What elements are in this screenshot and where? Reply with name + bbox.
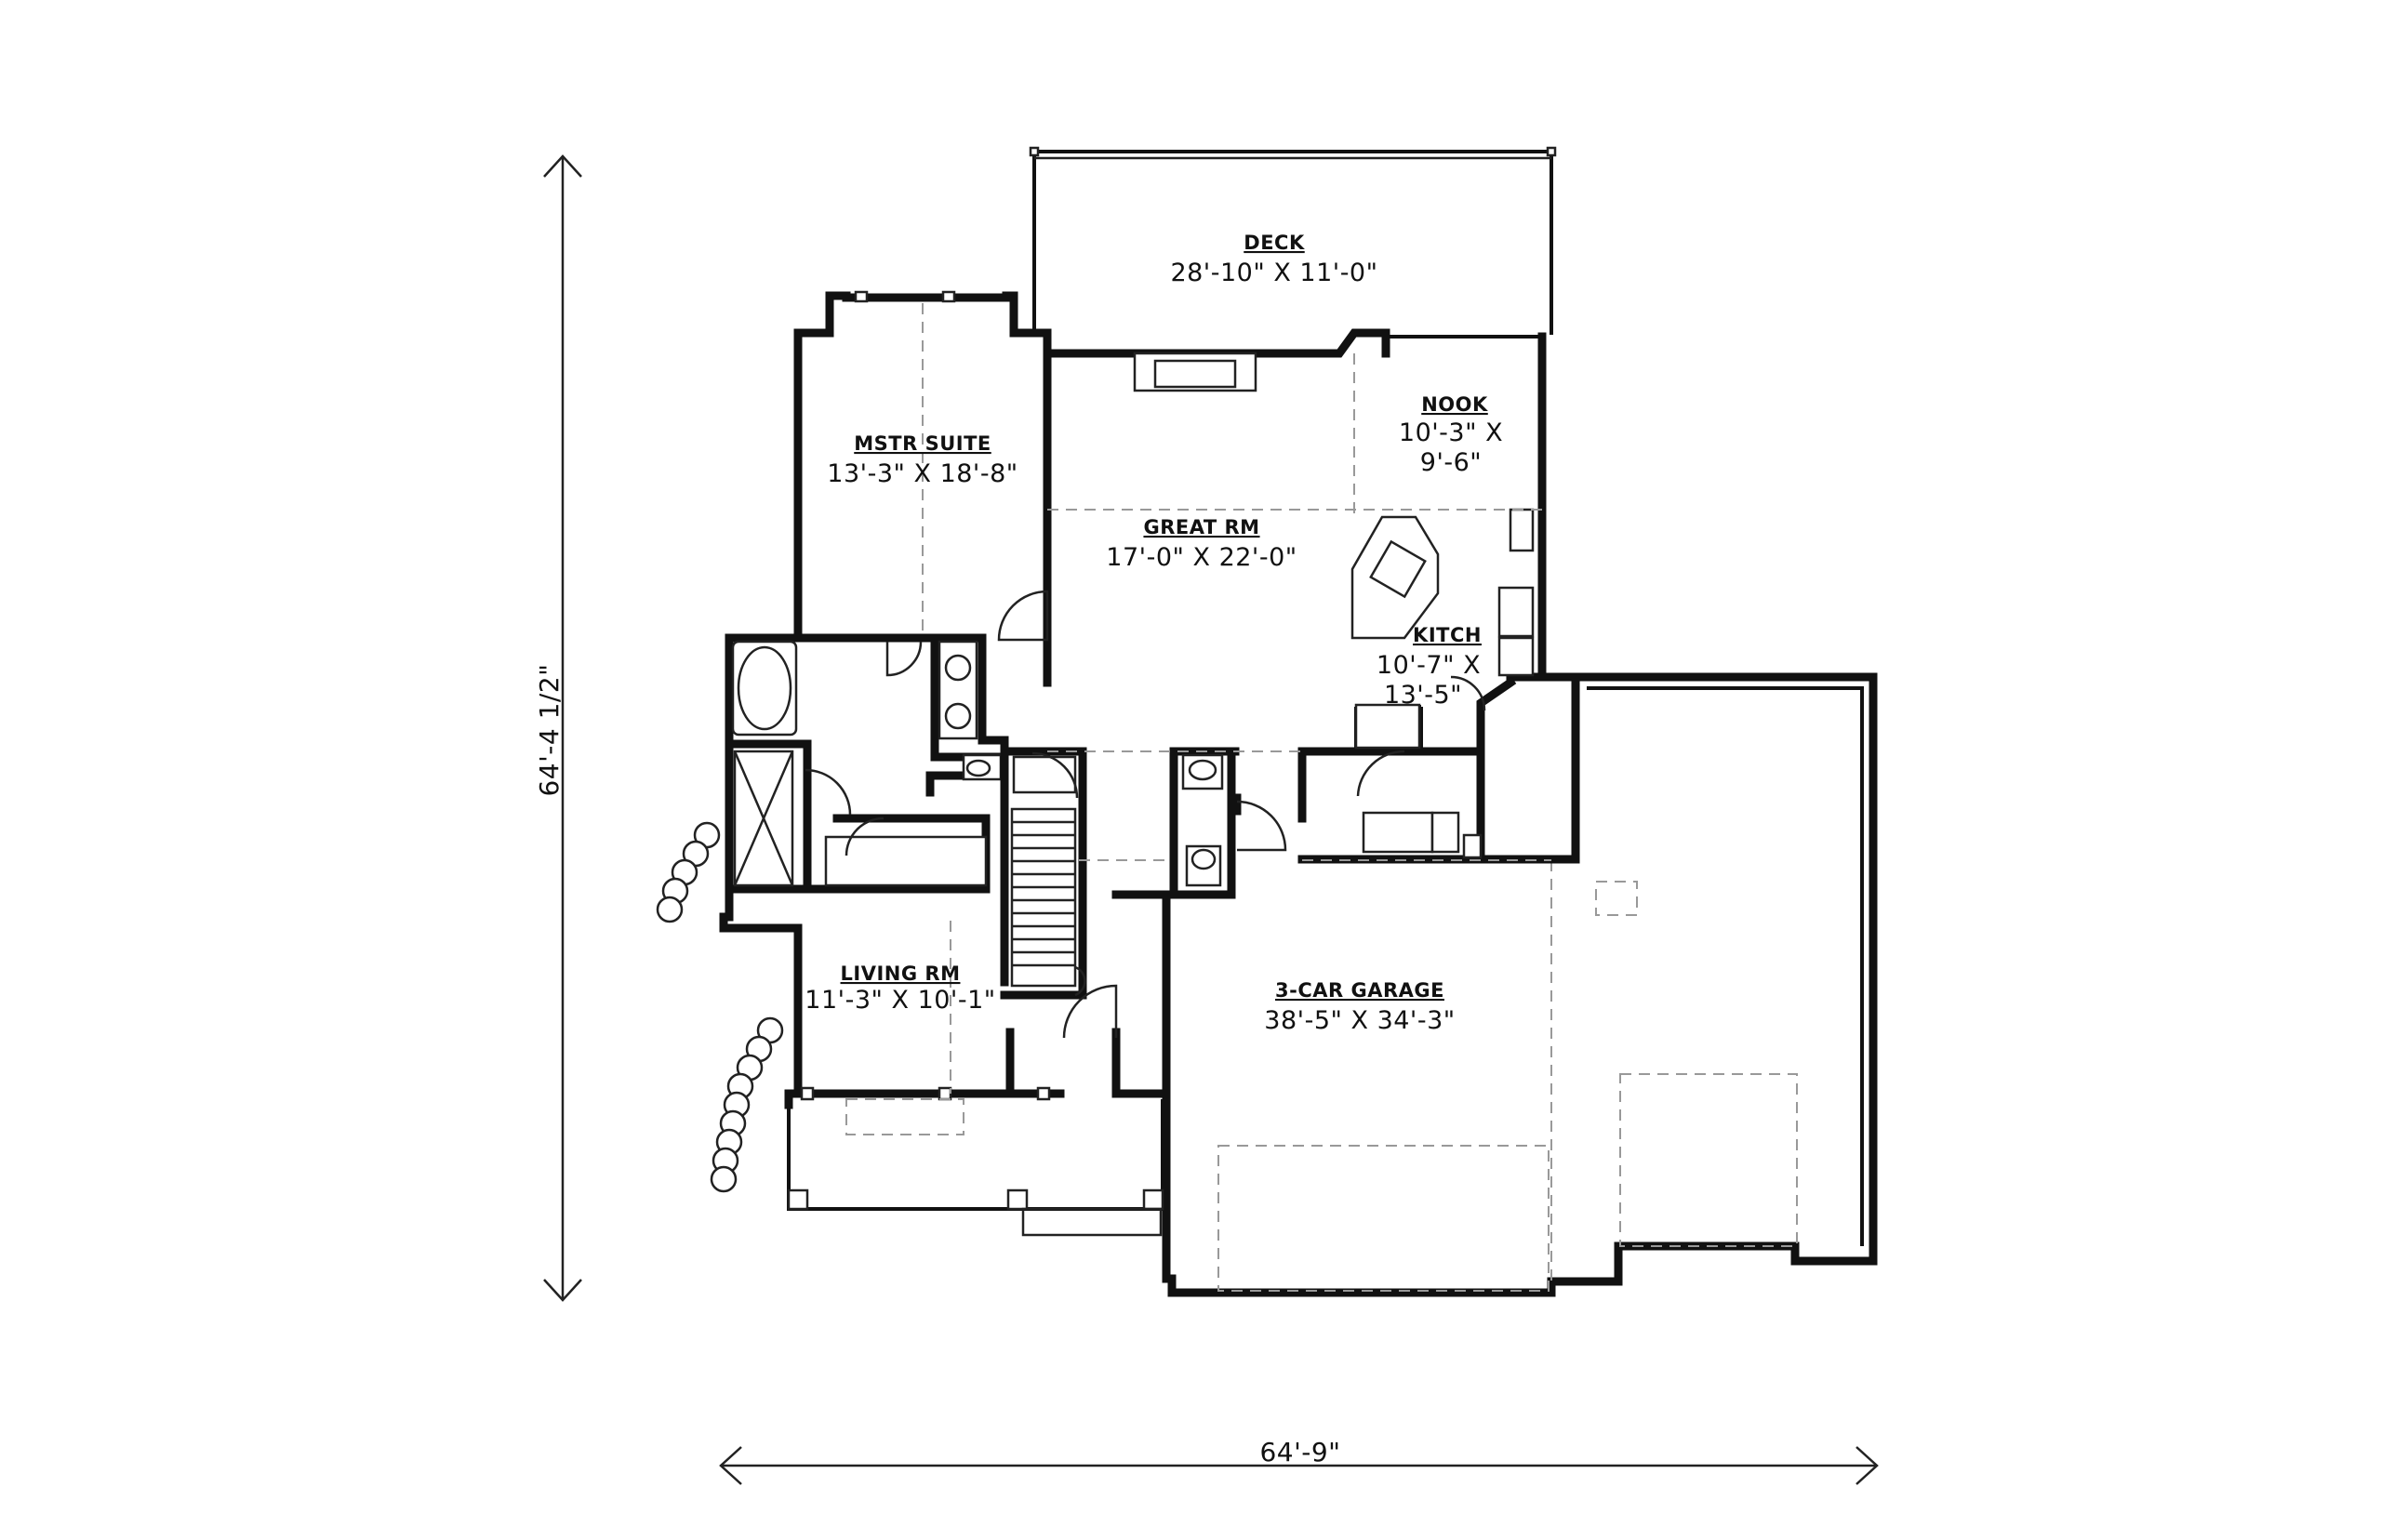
- powder-room-walls: [1169, 747, 1242, 899]
- nook-name: NOOK: [1421, 393, 1488, 416]
- hall-dash-lines: [1047, 750, 1551, 861]
- master-suite-name: MSTR SUITE: [854, 432, 991, 455]
- garage-dims: 38'-5" X 34'-3": [1264, 1006, 1455, 1035]
- front-porch: [787, 1099, 1164, 1237]
- kitchen-name: KITCH: [1413, 624, 1482, 646]
- living-room-dash: [845, 921, 964, 1135]
- deck: [1029, 146, 1557, 335]
- deck-name: DECK: [1244, 232, 1305, 254]
- master-suite-walls: [793, 290, 1052, 687]
- living-room-walls: [784, 925, 1171, 1109]
- overall-depth-label: 64'-4 1/2": [534, 663, 565, 796]
- stair-walls: [1000, 739, 1087, 1000]
- bath-fixtures: [731, 640, 1003, 887]
- kitchen-dash-lines: [1047, 353, 1544, 521]
- kitchen-counters: [1354, 508, 1535, 859]
- door-swings: [805, 590, 1486, 1039]
- kitchen-dims-line2: 13'-5": [1384, 681, 1462, 710]
- kitchen-dims-line1: 10'-7" X: [1377, 651, 1481, 680]
- stair-treads: [1010, 807, 1086, 997]
- width-dimension-line: [719, 1446, 1879, 1485]
- garage-dash-lines: [1217, 860, 1798, 1292]
- fireplace: [1133, 352, 1257, 392]
- nook-dims-line2: 9'-6": [1420, 448, 1482, 477]
- rear-wall: [1043, 328, 1580, 856]
- depth-dimension-line: [543, 154, 582, 1302]
- garage-name: 3-CAR GARAGE: [1275, 979, 1444, 1002]
- overall-width-label: 64'-9": [1259, 1437, 1340, 1467]
- living-room-name: LIVING RM: [841, 962, 961, 985]
- great-room-dims: 17'-0" X 22'-0": [1106, 543, 1297, 572]
- garage-walls: [1111, 672, 1878, 1297]
- great-room-name: GREAT RM: [1143, 516, 1259, 538]
- master-suite-dims: 13'-3" X 18'-8": [827, 459, 1018, 488]
- deck-dims: 28'-10" X 11'-0": [1170, 259, 1377, 287]
- landscape-shrubs: [656, 821, 784, 1193]
- nook-dims-line1: 10'-3" X: [1399, 418, 1503, 447]
- kitchen-island: [1350, 515, 1440, 640]
- living-room-dims: 11'-3" X 10'-1": [805, 986, 995, 1015]
